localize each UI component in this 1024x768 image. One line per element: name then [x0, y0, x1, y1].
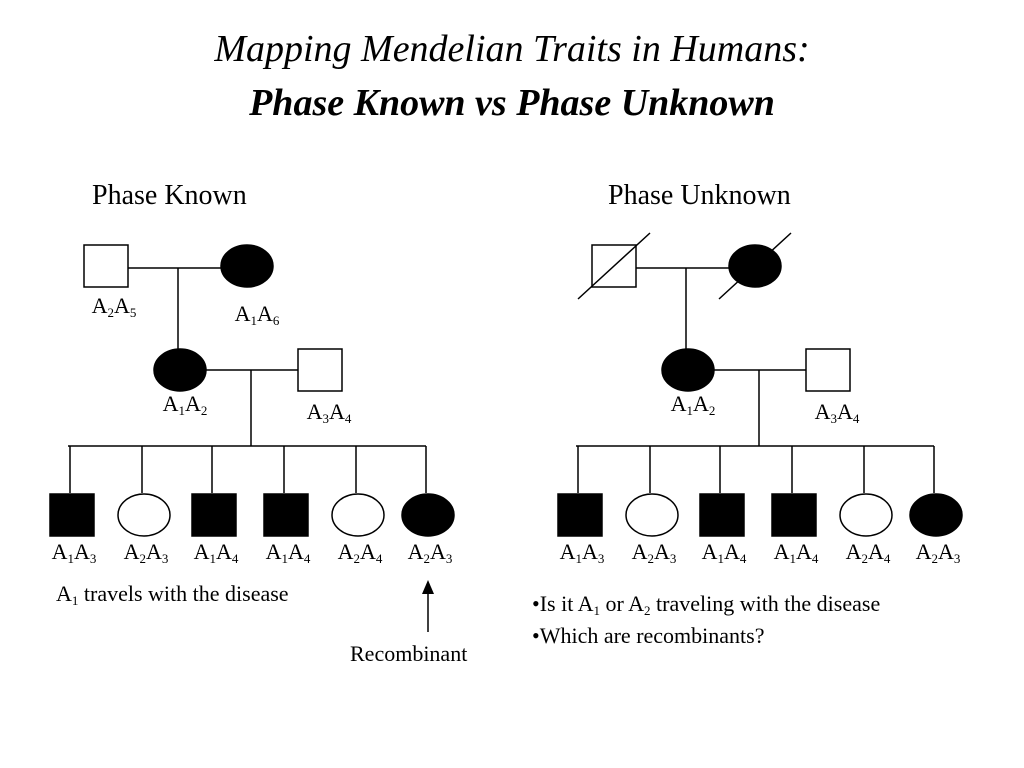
unknown-child-3: [699, 493, 745, 537]
unknown-child-6: [909, 493, 963, 537]
slide-title-line2: Phase Known vs Phase Unknown: [249, 82, 775, 124]
known-child-6-genotype: A2A3: [407, 539, 453, 566]
known-father-genotype: A3A4: [306, 399, 352, 426]
unknown-child-5-genotype: A2A4: [845, 539, 891, 566]
unknown-child-4: [771, 493, 817, 537]
unknown-child-5: [839, 493, 893, 537]
unknown-father: [805, 348, 851, 392]
unknown-child-2-genotype: A2A3: [631, 539, 677, 566]
known-child-3: [191, 493, 237, 537]
known-child-4-genotype: A1A4: [265, 539, 311, 566]
bullet-question-1: •Is it A1 or A2 traveling with the disea…: [532, 591, 881, 618]
unknown-child-1-genotype: A1A3: [559, 539, 605, 566]
known-child-2-genotype: A2A3: [123, 539, 169, 566]
unknown-child-1: [557, 493, 603, 537]
unknown-child-2: [625, 493, 679, 537]
unknown-mother: [661, 348, 715, 392]
known-grandfather-genotype: A2A5: [91, 293, 137, 320]
recombinant-label: Recombinant: [350, 641, 468, 666]
known-child-3-genotype: A1A4: [193, 539, 239, 566]
phase-known-note: A1 travels with the disease: [56, 581, 289, 608]
known-child-5: [331, 493, 385, 537]
known-child-6: [401, 493, 455, 537]
recombinant-arrow-head: [422, 580, 434, 594]
known-child-4: [263, 493, 309, 537]
slide-title-line1: Mapping Mendelian Traits in Humans:: [214, 28, 810, 70]
deceased-slash: [577, 232, 651, 300]
bullet-question-2: •Which are recombinants?: [532, 623, 765, 648]
unknown-child-3-genotype: A1A4: [701, 539, 747, 566]
known-child-5-genotype: A2A4: [337, 539, 383, 566]
unknown-father-genotype: A3A4: [814, 399, 860, 426]
known-grandmother-genotype: A1A6: [234, 301, 280, 328]
known-mother-genotype: A1A2: [162, 391, 208, 418]
unknown-child-4-genotype: A1A4: [773, 539, 819, 566]
known-mother: [153, 348, 207, 392]
deceased-slash: [718, 232, 792, 300]
unknown-child-6-genotype: A2A3: [915, 539, 961, 566]
known-grandfather: [83, 244, 129, 288]
known-child-1: [49, 493, 95, 537]
known-father: [297, 348, 343, 392]
unknown-mother-genotype: A1A2: [670, 391, 716, 418]
known-grandmother: [220, 244, 274, 288]
known-child-1-genotype: A1A3: [51, 539, 97, 566]
pedigree-symbols: [49, 232, 963, 632]
phase-known-heading: Phase Known: [92, 180, 247, 211]
phase-unknown-heading: Phase Unknown: [608, 180, 791, 211]
known-child-2: [117, 493, 171, 537]
